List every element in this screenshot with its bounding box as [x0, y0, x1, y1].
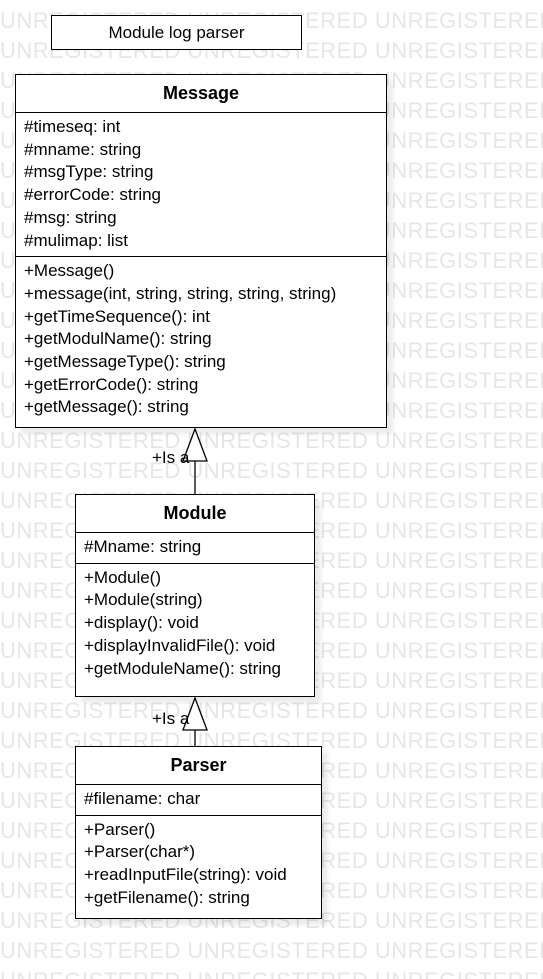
operation: +Parser(char*)	[84, 842, 196, 862]
operation: +getMessage(): string	[24, 397, 189, 417]
class-name: Module	[76, 495, 314, 533]
attribute: #msg: string	[24, 207, 117, 227]
attributes-compartment: #timeseq: int #mname: string #msgType: s…	[16, 113, 386, 258]
module-class[interactable]: Module #Mname: string +Module() +Module(…	[75, 494, 315, 697]
operation: +readInputFile(string): void	[84, 865, 287, 885]
relation-label-module-message: +Is a	[152, 448, 190, 467]
attributes-compartment: #filename: char	[76, 785, 321, 816]
attribute: #timeseq: int	[24, 117, 121, 136]
operation: +display(): void	[84, 613, 199, 633]
message-class[interactable]: Message #timeseq: int #mname: string #ms…	[15, 74, 387, 428]
attribute: #Mname: string	[84, 537, 202, 556]
operation: +message(int, string, string, string, st…	[24, 283, 337, 303]
operations-compartment: +Message() +message(int, string, string,…	[16, 257, 386, 423]
operation: +getFilename(): string	[84, 887, 250, 907]
operation: +Module()	[84, 567, 162, 587]
attributes-compartment: #Mname: string	[76, 533, 314, 564]
operation: +Module(string)	[84, 590, 203, 610]
attribute: #mname: string	[24, 139, 142, 159]
attribute: #errorCode: string	[24, 185, 162, 205]
operation: +getTimeSequence(): int	[24, 306, 210, 326]
parser-class[interactable]: Parser #filename: char +Parser() +Parser…	[75, 746, 322, 919]
operations-compartment: +Module() +Module(string) +display(): vo…	[76, 564, 314, 685]
class-name: Message	[16, 75, 386, 113]
generalization-arrowhead-icon	[182, 696, 208, 731]
generalization-arrowhead-icon	[182, 427, 208, 462]
attribute: #filename: char	[84, 789, 201, 808]
operation: +getModulName(): string	[24, 329, 212, 349]
operation: +Parser()	[84, 819, 156, 839]
relation-label-parser-module: +Is a	[152, 709, 190, 728]
attribute: #mulimap: list	[24, 230, 128, 250]
class-name: Parser	[76, 747, 321, 785]
operation: +displayInvalidFile(): void	[84, 635, 276, 655]
diagram-title: Module log parser	[51, 15, 302, 50]
operations-compartment: +Parser() +Parser(char*) +readInputFile(…	[76, 816, 321, 914]
attribute: #msgType: string	[24, 162, 154, 182]
operation: +Message()	[24, 261, 115, 281]
operation: +getMessageType(): string	[24, 352, 226, 372]
operation: +getModuleName(): string	[84, 658, 282, 678]
operation: +getErrorCode(): string	[24, 374, 199, 394]
